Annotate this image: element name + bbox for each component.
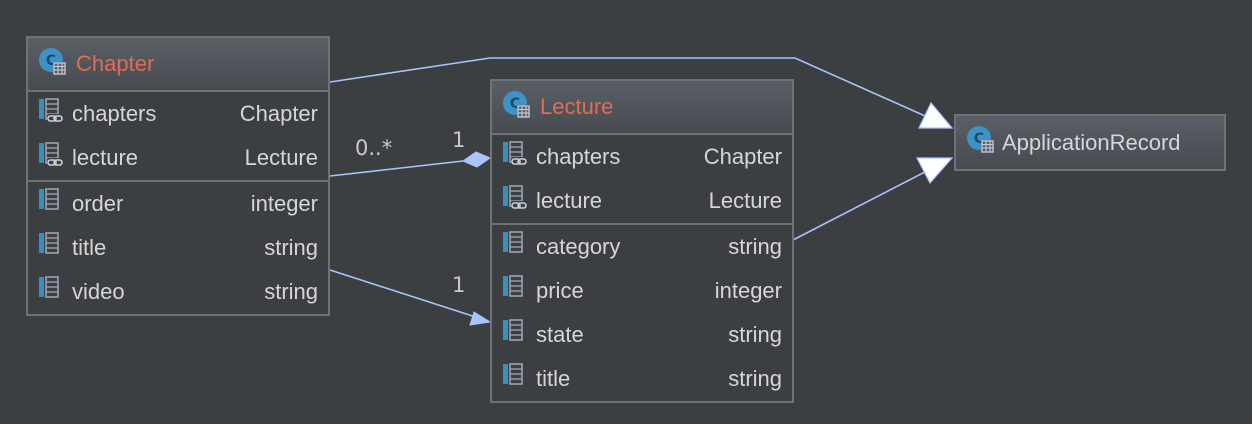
field-name: price bbox=[536, 278, 584, 303]
inheritance-edge-chapter[interactable] bbox=[329, 57, 953, 129]
association-arrowhead bbox=[469, 311, 492, 326]
field-row[interactable]: lecture Lecture bbox=[28, 136, 328, 180]
field-type: Lecture bbox=[708, 188, 782, 213]
field-type: string bbox=[728, 366, 782, 391]
field-type: integer bbox=[714, 278, 782, 303]
column-field-icon bbox=[38, 276, 64, 308]
svg-text:C: C bbox=[46, 53, 56, 69]
field-row[interactable]: category string bbox=[492, 225, 792, 269]
application-record-node[interactable]: C ApplicationRecord bbox=[954, 114, 1226, 171]
field-type: Chapter bbox=[239, 101, 318, 126]
field-row[interactable]: state string bbox=[492, 313, 792, 357]
class-icon: C bbox=[966, 125, 996, 160]
field-row[interactable]: price integer bbox=[492, 269, 792, 313]
column-field-icon bbox=[38, 188, 64, 220]
lecture-node-header[interactable]: C Lecture bbox=[492, 81, 792, 135]
field-name: title bbox=[536, 366, 571, 391]
multiplicity-source-label: 0..* bbox=[355, 136, 393, 160]
multiplicity-target-label: 1 bbox=[452, 128, 466, 152]
field-row[interactable]: video string bbox=[28, 270, 328, 314]
field-name: state bbox=[536, 322, 584, 347]
chapter-attributes: order integer title string video string bbox=[28, 182, 328, 314]
association-edge-chapter-lecture[interactable] bbox=[329, 160, 464, 177]
field-row[interactable]: lecture Lecture bbox=[492, 179, 792, 223]
association-edge-chapter-video[interactable] bbox=[329, 269, 489, 322]
field-name: video bbox=[72, 279, 125, 304]
chapter-associations: chapters Chapter lecture Lecture bbox=[28, 92, 328, 182]
field-name: chapters bbox=[536, 144, 621, 169]
chapter-node-header[interactable]: C Chapter bbox=[28, 38, 328, 92]
model-class-icon: C bbox=[502, 90, 532, 125]
application-record-header[interactable]: C ApplicationRecord bbox=[956, 116, 1224, 169]
svg-text:C: C bbox=[974, 131, 984, 147]
diamond-marker bbox=[461, 151, 492, 168]
lecture-associations: chapters Chapter lecture Lecture bbox=[492, 135, 792, 225]
field-name: chapters bbox=[72, 101, 157, 126]
chapter-title: Chapter bbox=[76, 51, 155, 76]
field-type: Lecture bbox=[244, 145, 318, 170]
field-name: lecture bbox=[72, 145, 139, 170]
lecture-title: Lecture bbox=[540, 94, 614, 119]
application-record-title: ApplicationRecord bbox=[1002, 129, 1181, 155]
multiplicity-video-label: 1 bbox=[452, 273, 466, 297]
association-field-icon bbox=[502, 141, 528, 173]
association-field-icon bbox=[502, 185, 528, 217]
column-field-icon bbox=[502, 319, 528, 351]
field-type: string bbox=[264, 235, 318, 260]
field-name: category bbox=[536, 234, 621, 259]
field-row[interactable]: title string bbox=[28, 226, 328, 270]
field-type: Chapter bbox=[703, 144, 782, 169]
column-field-icon bbox=[38, 232, 64, 264]
svg-text:C: C bbox=[510, 96, 520, 112]
field-row[interactable]: title string bbox=[492, 357, 792, 401]
association-field-icon bbox=[38, 142, 64, 174]
inheritance-arrowhead-lecture bbox=[916, 157, 954, 185]
field-row[interactable]: chapters Chapter bbox=[28, 92, 328, 136]
field-type: string bbox=[728, 234, 782, 259]
association-field-icon bbox=[38, 98, 64, 130]
field-name: title bbox=[72, 235, 107, 260]
field-type: string bbox=[264, 279, 318, 304]
inheritance-arrowhead-chapter bbox=[918, 101, 954, 129]
field-name: lecture bbox=[536, 188, 603, 213]
field-name: order bbox=[72, 191, 124, 216]
field-row[interactable]: order integer bbox=[28, 182, 328, 226]
column-field-icon bbox=[502, 363, 528, 395]
column-field-icon bbox=[502, 231, 528, 263]
field-type: integer bbox=[250, 191, 318, 216]
column-field-icon bbox=[502, 275, 528, 307]
field-type: string bbox=[728, 322, 782, 347]
model-class-icon: C bbox=[38, 47, 68, 82]
field-row[interactable]: chapters Chapter bbox=[492, 135, 792, 179]
